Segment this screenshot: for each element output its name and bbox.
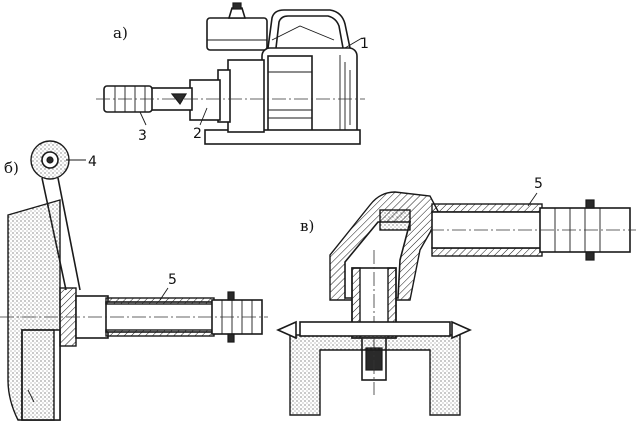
carry-handle (267, 9, 351, 49)
grinding-cup (276, 320, 472, 416)
callout-5-v: 5 (534, 176, 543, 192)
motor-housing (261, 47, 358, 141)
callout-1: 1 (360, 36, 369, 52)
callout-2: 2 (193, 126, 202, 142)
spindle-housing (96, 59, 365, 133)
view-v-angle-head: в) (276, 176, 636, 416)
view-a-drive-assembly: а) (96, 2, 369, 145)
callout-4: 4 (88, 154, 97, 170)
spindle-tube-v (430, 199, 636, 261)
wheel-guard (7, 199, 61, 421)
switch-box (206, 2, 268, 51)
base-plate (204, 129, 361, 145)
callout-5-b: 5 (168, 272, 177, 288)
drive-belt (57, 177, 81, 291)
view-a-label: а) (113, 24, 128, 42)
view-v-label: в) (300, 217, 314, 235)
view-b-grinder-head: б) 4 (0, 140, 268, 421)
callouts-view-a: 1 2 3 (138, 36, 369, 144)
view-b-label: б) (4, 159, 19, 177)
spindle-tube (0, 287, 268, 347)
callout-3: 3 (138, 128, 147, 144)
pulley: 4 (30, 140, 97, 180)
